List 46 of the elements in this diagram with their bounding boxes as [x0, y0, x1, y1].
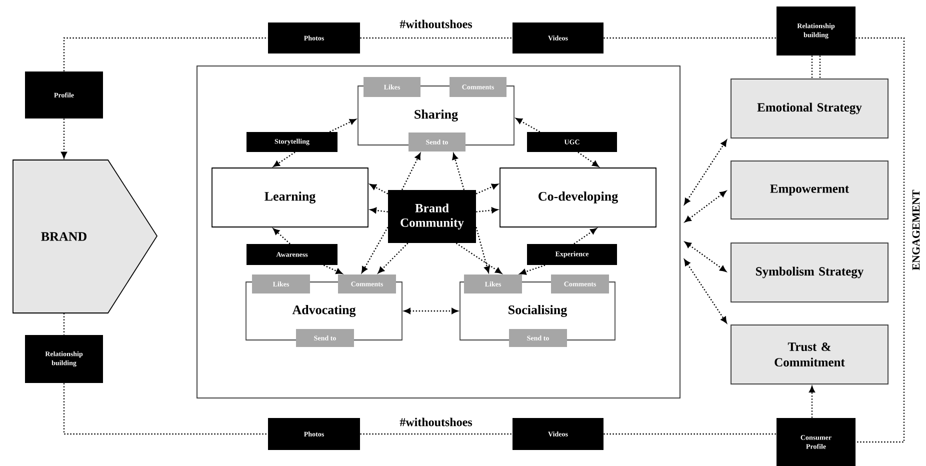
arrow [329, 118, 356, 132]
connector-line [856, 37, 905, 443]
process-box: Learning [212, 168, 368, 228]
arrow [323, 264, 342, 274]
arrow [456, 242, 502, 274]
arrow [684, 242, 726, 272]
connector-line [63, 37, 268, 72]
arrow [404, 308, 458, 314]
connector-line [360, 433, 512, 435]
arrow [578, 152, 599, 167]
connector-line [63, 313, 65, 335]
community-box: Brand Community [388, 190, 476, 243]
arrow [273, 152, 296, 167]
arrow [378, 242, 408, 274]
arrow [809, 386, 815, 418]
arrow [401, 153, 421, 190]
connector-line [811, 55, 821, 80]
arrow [684, 259, 727, 324]
arrow [476, 207, 498, 214]
brand-pentagon: BRAND [12, 160, 158, 314]
connector-line [63, 383, 268, 435]
arrow [684, 140, 727, 205]
arrow [272, 228, 290, 244]
arrow [476, 184, 498, 194]
strategy-box: Symbolism Strategy [730, 242, 888, 302]
arrow [684, 190, 726, 222]
process-box: Co-developing [500, 168, 656, 228]
arrow [574, 228, 597, 244]
strategy-box: Trust & Commitment [730, 324, 888, 384]
arrow [361, 226, 388, 274]
strategy-box: Emotional Strategy [730, 78, 888, 138]
platform-frame [196, 66, 680, 398]
side-label: ENGAGEMENT [912, 190, 920, 270]
strategy-box: Empowerment [730, 160, 888, 220]
arrow [520, 264, 546, 275]
arrow [61, 118, 67, 158]
connector-line [604, 433, 776, 435]
connector-line [360, 37, 512, 39]
arrow [452, 153, 465, 190]
arrow [370, 184, 388, 194]
arrow [476, 227, 490, 273]
edge-label: #withoutshoes [398, 18, 474, 30]
arrow [516, 118, 540, 132]
arrow [370, 207, 388, 214]
edge-label: #withoutshoes [398, 416, 474, 428]
connector-line [604, 37, 776, 39]
